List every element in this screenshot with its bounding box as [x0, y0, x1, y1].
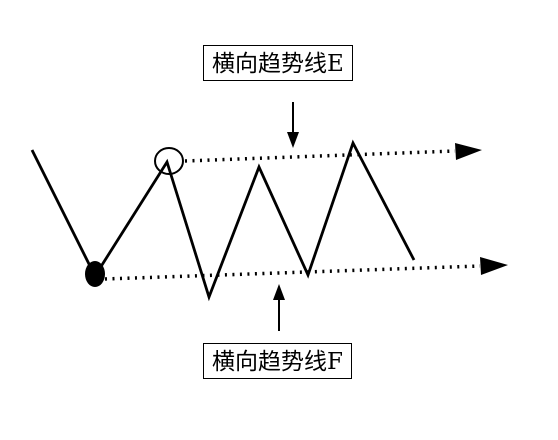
label-lower-trendline-f: 横向趋势线F [203, 343, 352, 379]
price-zigzag-line [30, 139, 416, 302]
pointer-arrowhead-down [287, 132, 299, 148]
upper-trendline-dotted [184, 149, 456, 163]
label-upper-trendline-e: 横向趋势线E [203, 45, 353, 81]
start-point-marker [85, 261, 105, 287]
peak-circle-marker [154, 147, 184, 175]
upper-trendline-arrowhead [455, 143, 482, 160]
pointer-arrowhead-up [273, 284, 285, 300]
lower-trendline-dotted [104, 264, 481, 281]
lower-trendline-arrowhead [480, 257, 508, 275]
